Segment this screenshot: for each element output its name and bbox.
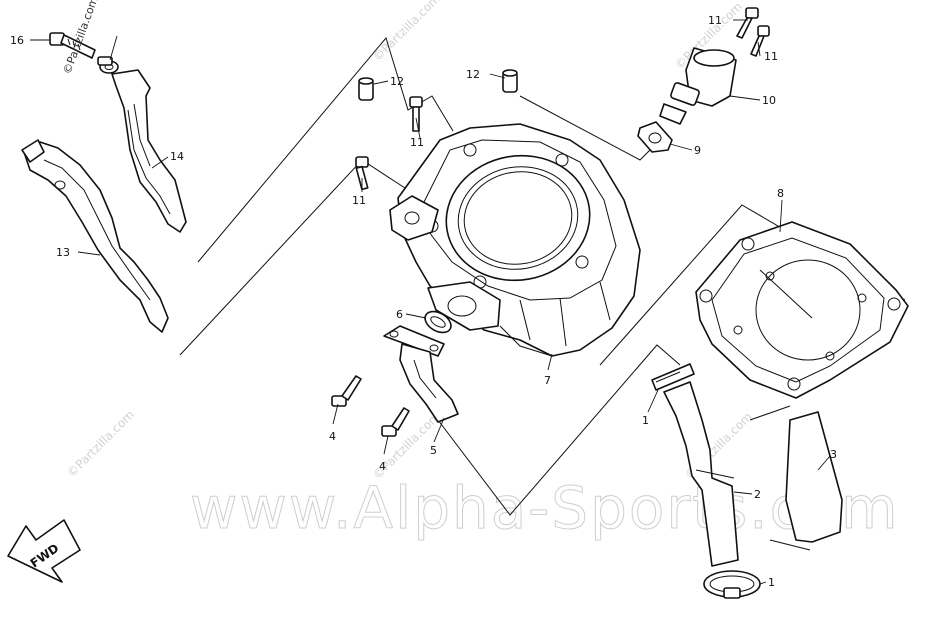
callout-8[interactable]: 8 [777, 187, 784, 200]
watermark-partzilla-1: ©Partzilla.com [64, 407, 137, 480]
callout-11-a[interactable]: 11 [410, 136, 424, 149]
part-5-intake-pipe[interactable] [383, 325, 459, 423]
part-11-bolt-c[interactable] [736, 7, 759, 39]
callout-6[interactable]: 6 [396, 308, 403, 321]
callout-4-b[interactable]: 4 [379, 460, 386, 473]
callout-11-c[interactable]: 11 [708, 14, 722, 27]
part-11-bolt-d[interactable] [750, 25, 770, 57]
callout-1-upper[interactable]: 1 [642, 414, 649, 427]
part-2-hose[interactable] [663, 381, 739, 567]
part-8-base-gasket[interactable] [695, 221, 909, 399]
callout-16[interactable]: 16 [10, 34, 24, 47]
part-1-clamp-upper[interactable] [651, 363, 695, 391]
part-13-chain-guide[interactable] [21, 139, 169, 333]
callout-9[interactable]: 9 [694, 144, 701, 157]
callout-5[interactable]: 5 [430, 444, 437, 457]
callout-12-left[interactable]: 12 [390, 75, 404, 88]
callout-4-a[interactable]: 4 [329, 430, 336, 443]
callout-12-right[interactable]: 12 [466, 68, 480, 81]
part-14-tensioner-guide[interactable] [111, 69, 187, 233]
washer-16 [97, 56, 119, 74]
callout-10[interactable]: 10 [762, 94, 776, 107]
callout-13[interactable]: 13 [56, 246, 70, 259]
part-16-bolt[interactable] [49, 32, 96, 59]
fwd-arrow: FWD [7, 519, 81, 583]
callout-1-lower[interactable]: 1 [768, 576, 775, 589]
callout-14[interactable]: 14 [170, 150, 184, 163]
part-12-dowel-pin-left[interactable] [358, 77, 374, 101]
watermark-alpha-sports: www.Alpha-Sports.com [190, 474, 900, 542]
part-7-cylinder-block[interactable] [389, 123, 641, 357]
part-6-o-ring[interactable] [421, 307, 454, 337]
part-9-gasket[interactable] [637, 121, 673, 153]
watermark-partzilla-4: ©Partzilla.com [370, 0, 443, 64]
callout-labels: 16 14 13 12 12 11 11 11 11 10 9 8 6 7 5 … [10, 14, 837, 589]
part-1-clamp-lower[interactable] [703, 570, 761, 599]
part-12-dowel-pin-right[interactable] [502, 69, 518, 93]
callout-2[interactable]: 2 [754, 488, 761, 501]
callout-7[interactable]: 7 [544, 374, 551, 387]
leader-lines [30, 19, 831, 585]
part-4-bolt-b[interactable] [381, 407, 410, 437]
part-3-corrugated-sleeve[interactable] [749, 405, 843, 551]
part-4-bolt-a[interactable] [331, 375, 362, 407]
callout-3[interactable]: 3 [830, 448, 837, 461]
part-10-tensioner-body[interactable] [659, 47, 737, 125]
callout-11-b[interactable]: 11 [352, 194, 366, 207]
callout-11-d[interactable]: 11 [764, 50, 778, 63]
part-11-bolt-a[interactable] [409, 96, 423, 132]
